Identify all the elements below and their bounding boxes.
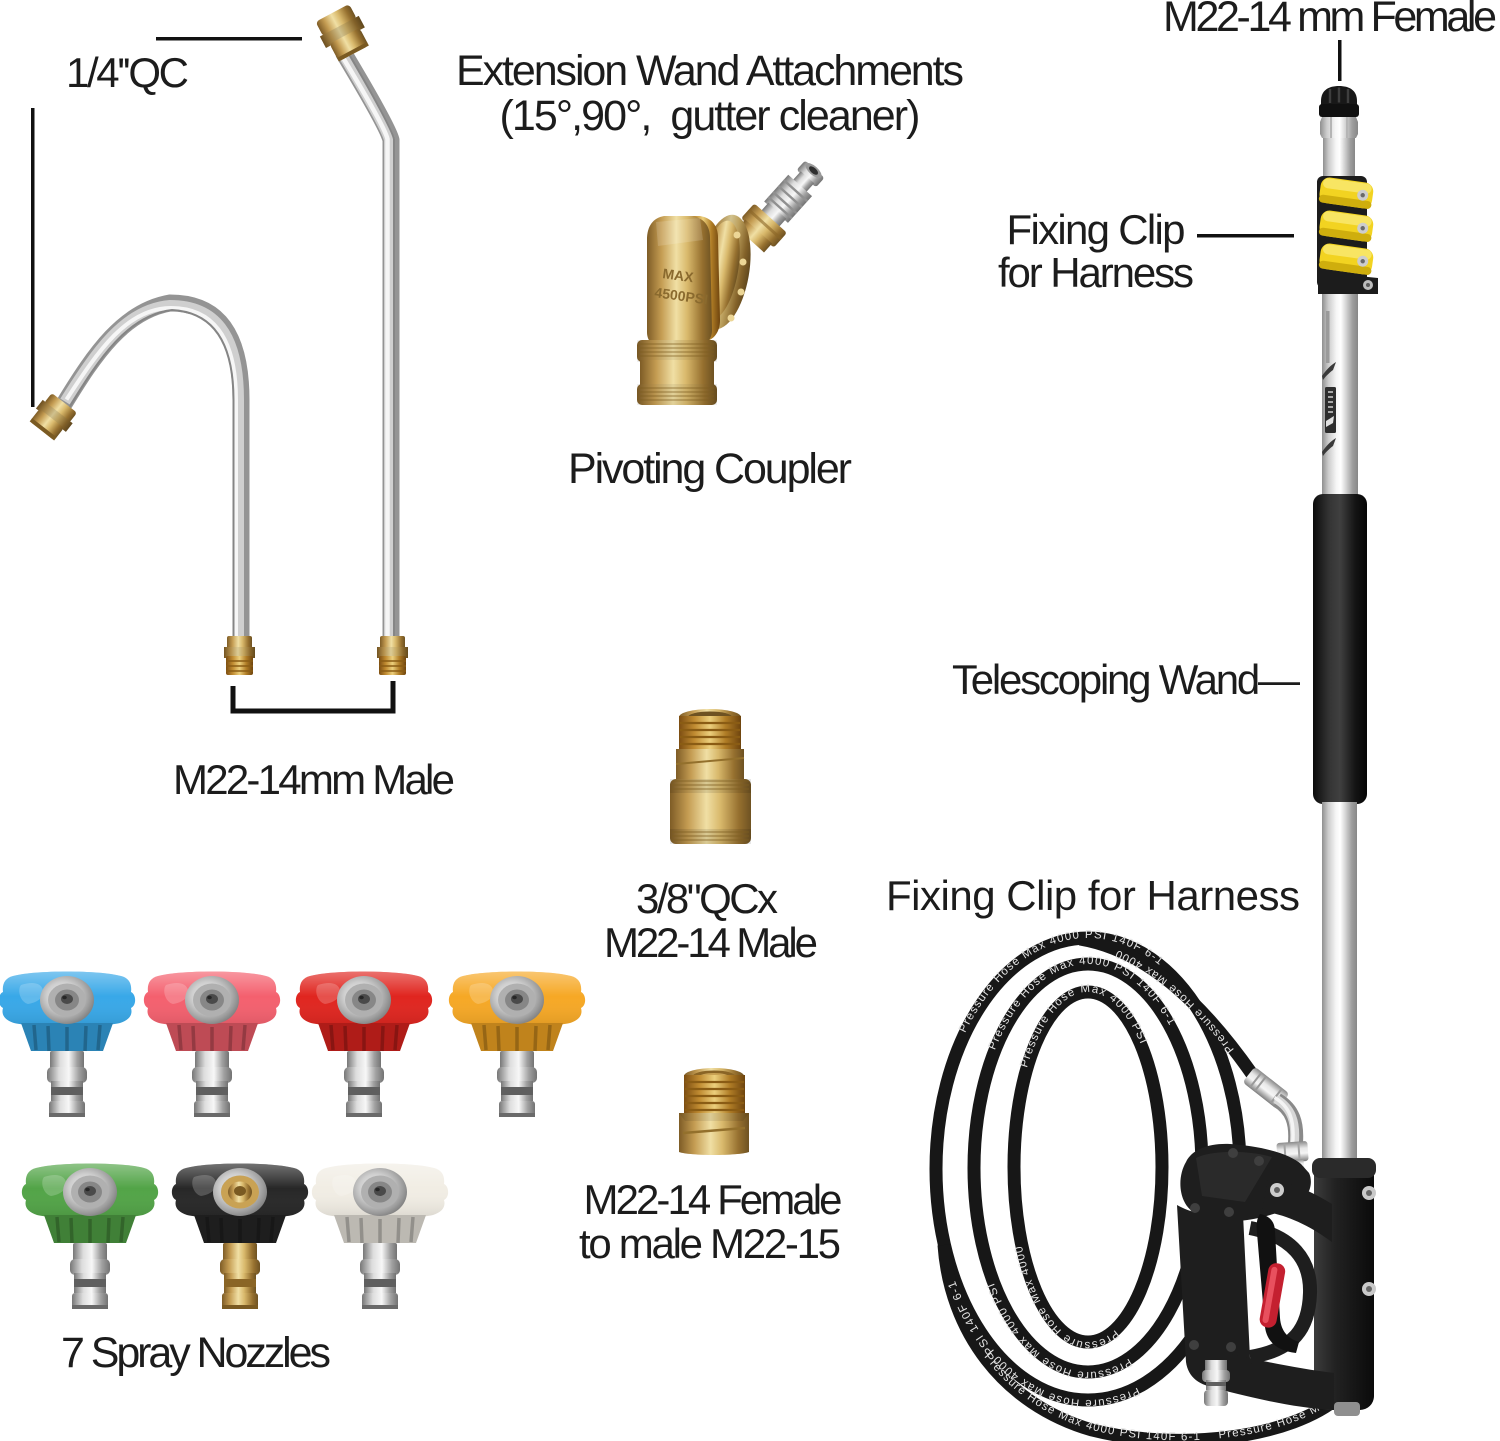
- svg-text:to male M22-15: to male M22-15: [579, 1220, 841, 1267]
- svg-text:(15°,90°, gutter cleaner): (15°,90°, gutter cleaner): [500, 92, 921, 140]
- svg-text:MAX: MAX: [662, 265, 696, 285]
- svg-text:4500PSI: 4500PSI: [654, 284, 709, 307]
- svg-text:Telescoping Wand—: Telescoping Wand—: [952, 656, 1300, 703]
- svg-text:Extension Wand Attachments: Extension Wand Attachments: [456, 47, 964, 95]
- svg-text:Fixing Clip: Fixing Clip: [1007, 206, 1186, 253]
- svg-text:M22-14mm Male: M22-14mm Male: [173, 756, 455, 803]
- svg-text:M22-14 Female: M22-14 Female: [584, 1176, 843, 1223]
- svg-text:7 Spray Nozzles: 7 Spray Nozzles: [61, 1329, 331, 1377]
- svg-text:for Harness: for Harness: [998, 249, 1194, 296]
- svg-text:3/8"QCx: 3/8"QCx: [636, 875, 778, 922]
- svg-text:1/4''QC: 1/4''QC: [66, 49, 189, 96]
- svg-text:Pivoting Coupler: Pivoting Coupler: [568, 445, 852, 493]
- svg-text:M22-14 mm Female: M22-14 mm Female: [1163, 0, 1497, 41]
- svg-text:M22-14 Male: M22-14 Male: [604, 919, 818, 966]
- svg-text:Fixing Clip for Harness: Fixing Clip for Harness: [886, 872, 1300, 919]
